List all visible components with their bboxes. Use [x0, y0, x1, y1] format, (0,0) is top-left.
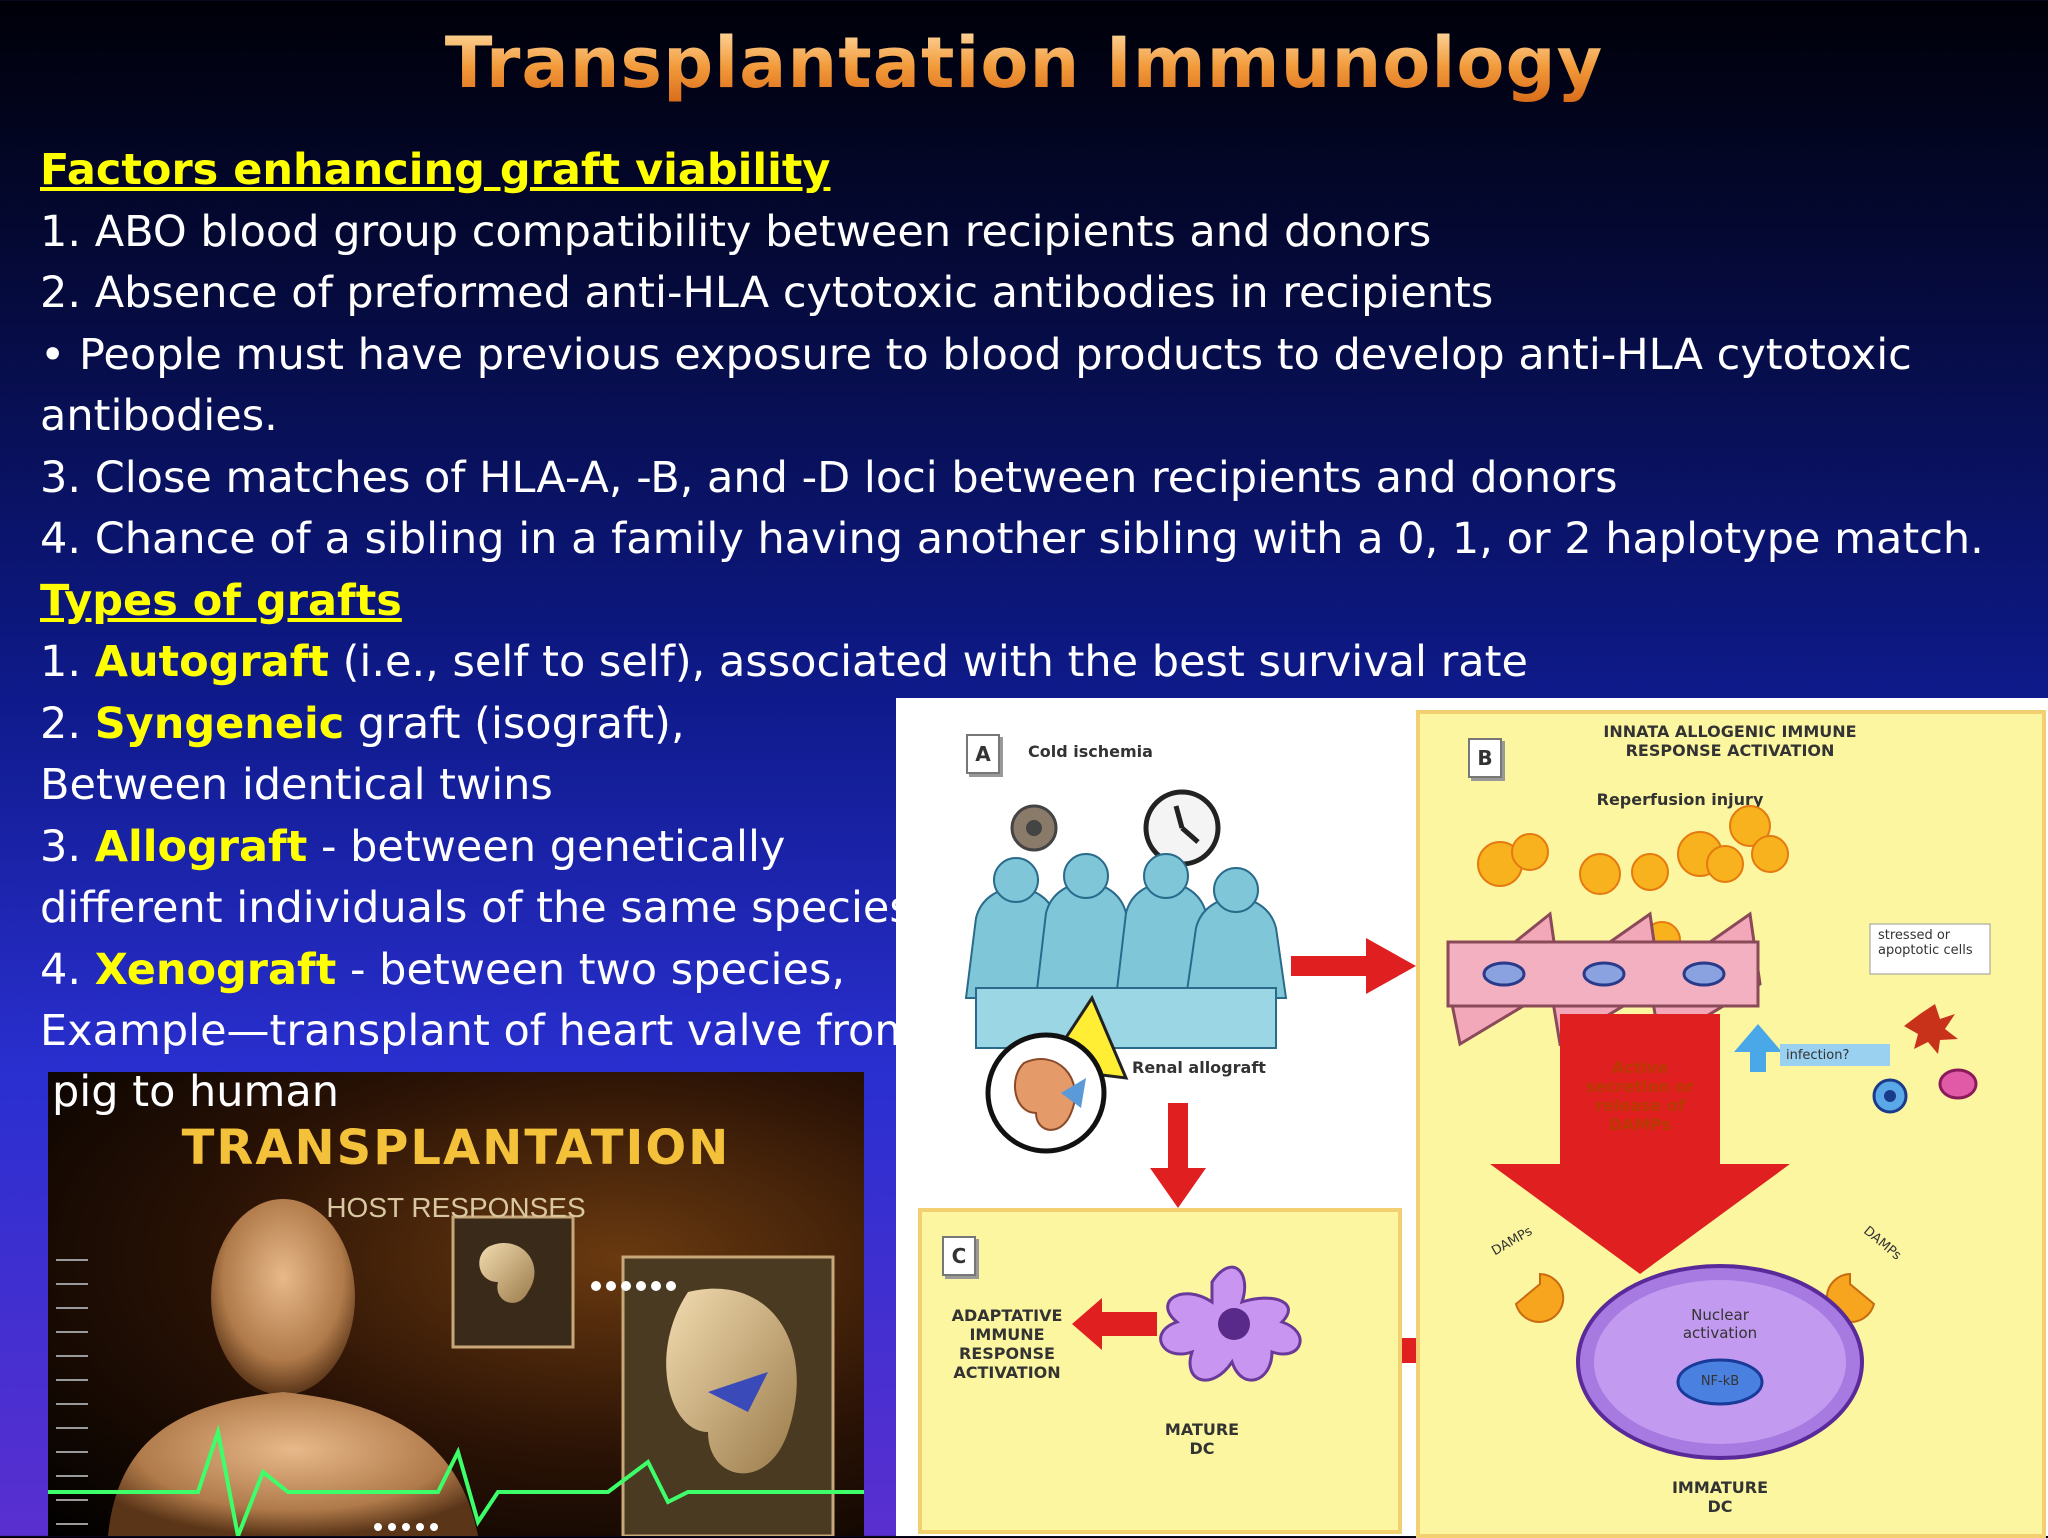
factor-item: 1. ABO blood group compatibility between…	[40, 206, 1432, 257]
nfkb-label: NF-kB	[1700, 1374, 1740, 1389]
infection-label: infection?	[1786, 1048, 1850, 1063]
image-artwork	[48, 1199, 864, 1536]
adaptive-response-label: ADAPTATIVE IMMUNE RESPONSE ACTIVATION	[951, 1306, 1063, 1382]
panel-b: B INNATA ALLOGENIC IMMUNE RESPONSE ACTIV…	[1416, 710, 2046, 1538]
allograft-keyword: Allograft	[94, 821, 308, 872]
transplantation-image: TRANSPLANTATION HOST RESPONSES	[48, 1072, 864, 1536]
panel-b-title: INNATA ALLOGENIC IMMUNE RESPONSE ACTIVAT…	[1603, 722, 1857, 760]
graft-syngeneic: 2. Syngeneic graft (isograft),	[40, 698, 685, 749]
graft-autograft: 1. Autograft (i.e., self to self), assoc…	[40, 637, 1528, 687]
graft-xenograft: 4. Xenograft - between two species,	[40, 944, 846, 995]
stressed-cells-label: stressed or apoptotic cells	[1878, 928, 1973, 958]
panel-c: C ADAPTATIVE IMMUNE RESPONSE ACTIVATION …	[918, 1208, 1402, 1534]
factor-item: 3. Close matches of HLA-A, -B, and -D lo…	[40, 452, 1618, 503]
reperfusion-label: Reperfusion injury	[1596, 790, 1764, 809]
grafts-heading: Types of grafts	[40, 575, 402, 626]
panel-c-artwork	[1072, 1265, 1302, 1382]
panel-a-label: A	[966, 734, 1000, 774]
autograft-keyword: Autograft	[94, 637, 329, 687]
graft-syngeneic-line2: Between identical twins	[40, 760, 553, 810]
panel-b-artwork	[1446, 805, 1991, 1460]
slide-title: Transplantation Immunology	[0, 22, 2048, 104]
factor-item: 4. Chance of a sibling in a family havin…	[40, 514, 1984, 564]
panel-b-label: B	[1468, 738, 1502, 778]
renal-allograft-label: Renal allograft	[1132, 1058, 1266, 1077]
graft-allograft-line2: different individuals of the same specie…	[40, 883, 912, 933]
active-secretion-label: Active secretion or release of DAMPs	[1585, 1058, 1695, 1134]
image-subtitle: HOST RESPONSES	[326, 1192, 586, 1223]
factor-bullet: • People must have previous exposure to …	[40, 329, 1912, 380]
immune-response-diagram: A Cold ischemia	[896, 698, 2048, 1538]
graft-xenograft-line3: pig to human	[52, 1067, 340, 1117]
factor-bullet-cont: antibodies.	[40, 391, 278, 441]
factor-item: 2. Absence of preformed anti-HLA cytotox…	[40, 268, 1494, 318]
nuclear-activation-label: Nuclear activation	[1682, 1306, 1758, 1342]
immature-dc-label: IMMATURE DC	[1671, 1478, 1769, 1516]
image-title: TRANSPLANTATION	[181, 1120, 731, 1176]
factors-heading: Factors enhancing graft viability	[40, 145, 831, 195]
mature-dc-label: MATURE DC	[1164, 1420, 1240, 1458]
syngeneic-keyword: Syngeneic	[94, 698, 345, 749]
panel-a-artwork	[964, 789, 1288, 1154]
graft-allograft: 3. Allograft - between genetically	[40, 821, 786, 872]
arrow-a-to-c	[1150, 1103, 1206, 1208]
panel-c-label: C	[942, 1236, 976, 1276]
graft-xenograft-line2: Example—transplant of heart valve from	[40, 1006, 917, 1056]
cold-ischemia-label: Cold ischemia	[1028, 742, 1153, 761]
arrow-a-to-b	[1291, 938, 1416, 994]
panel-a: A Cold ischemia	[896, 698, 1396, 1198]
xenograft-keyword: Xenograft	[94, 944, 337, 995]
main-text: Factors enhancing graft viability 1. ABO…	[40, 140, 2000, 1063]
